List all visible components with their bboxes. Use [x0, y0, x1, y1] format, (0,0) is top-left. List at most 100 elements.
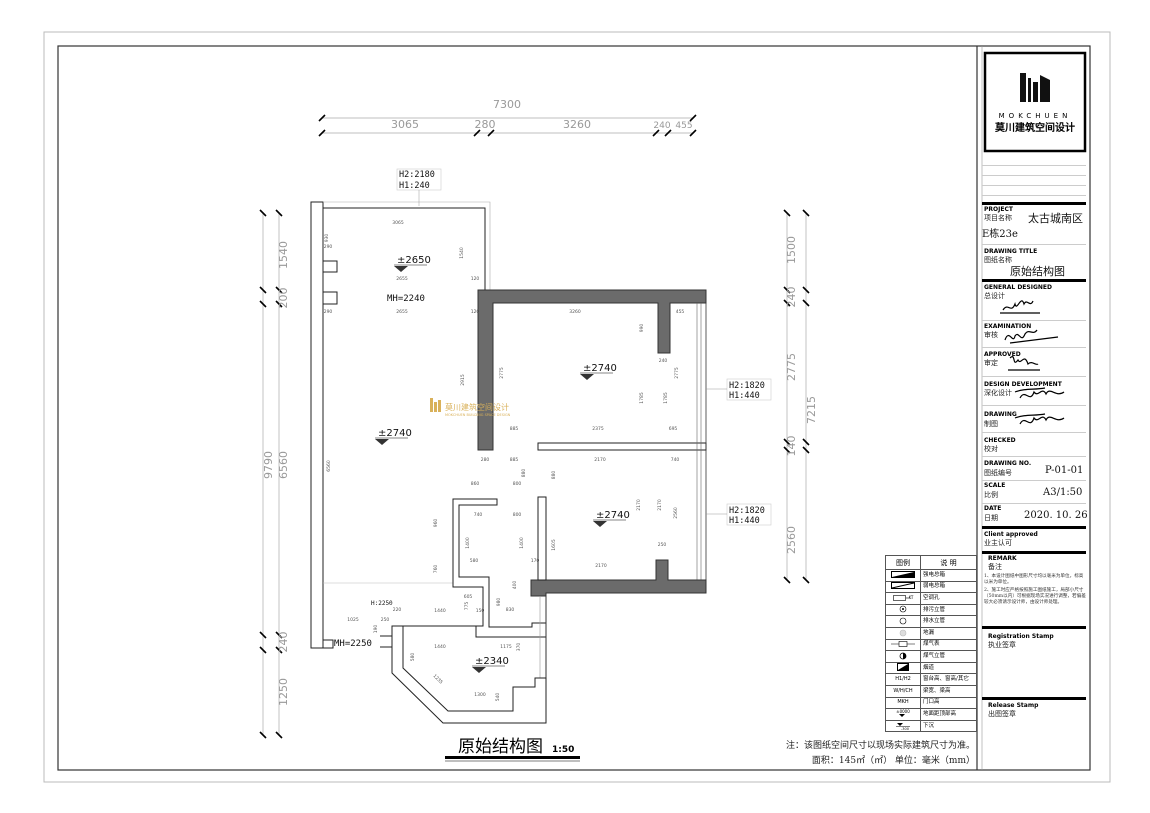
inner-dimension-label: 960 [433, 519, 439, 528]
dimension-tick [318, 129, 326, 137]
door-height-label: MH=2250 [334, 639, 372, 649]
examination-label-cn: 审核 [984, 331, 998, 339]
dimension-tick [783, 286, 791, 294]
dimension-tick [275, 731, 283, 739]
dimension-tick [275, 646, 283, 654]
elevation-triangle-icon [375, 439, 389, 445]
dimension-tick [259, 300, 267, 308]
legend-label: 空调孔 [920, 592, 977, 605]
svg-text:-300: -300 [901, 727, 909, 730]
project-unit: E栋23e [982, 229, 1018, 240]
inner-dimension-label: 2775 [499, 367, 505, 379]
inner-dimension-label: 2560 [673, 507, 679, 519]
general-designed-label-cn: 总设计 [984, 292, 1005, 300]
inner-dimension-label: 885 [510, 457, 519, 463]
inner-dimension-label: 740 [474, 512, 483, 518]
dim-segment-right: 2560 [785, 526, 798, 554]
note-dimensions: 注：该图纸空间尺寸以现场实际建筑尺寸为准。 [785, 741, 975, 751]
ac-hole-icon: KT [885, 592, 921, 605]
inner-dimension-label: 980 [496, 598, 502, 607]
dim-segment-top: 3260 [563, 118, 591, 131]
dim-segment-left: 200 [277, 288, 290, 309]
drawing-title-label-en: DRAWING TITLE [984, 248, 1038, 255]
dimension-tick [652, 129, 660, 137]
legend-label: 排水立管 [920, 615, 977, 628]
inner-dimension-label: 1605 [551, 539, 557, 551]
elevation-triangle-icon [580, 374, 594, 380]
release-stamp-label-en: Release Stamp [988, 702, 1039, 709]
dimension-tick [783, 446, 791, 454]
dimension-tick [275, 209, 283, 217]
dimension-tick [802, 438, 810, 446]
sewage-pipe-icon [885, 603, 921, 617]
inner-dimension-label: 290 [324, 244, 333, 250]
legend-label: 弱电总箱 [920, 580, 977, 594]
legend-symbol-text: W/H/CH [885, 684, 921, 698]
inner-dimension-label: 830 [506, 607, 515, 613]
scale-value: A3/1:50 [1043, 487, 1083, 498]
window-tag-h1: H1:440 [729, 391, 760, 401]
project-label-cn: 项目名称 [984, 214, 1012, 222]
dimension-tick [487, 129, 495, 137]
inner-dimension-label: 2655 [396, 309, 408, 315]
flue-icon [885, 661, 921, 675]
dimension-tick [259, 286, 267, 294]
inner-dimension-label: 800 [513, 481, 522, 487]
inner-dimension-label: 1300 [474, 692, 486, 698]
dim-segment-left: 240 [277, 632, 290, 653]
approved-label-cn: 审定 [984, 359, 998, 367]
project-value: 太古城南区 [1028, 212, 1083, 225]
inner-dimension-label: 2170 [594, 457, 606, 463]
dimension-tick [259, 731, 267, 739]
dimension-tick [318, 114, 326, 122]
watermark-subtext: MOKCHUEN BUILDING SPACE DESIGN [445, 413, 511, 417]
dimension-tick [259, 646, 267, 654]
signature-general-designed [1000, 300, 1040, 314]
client-approved-label-en: Client approved [984, 531, 1038, 538]
inner-dimension-label: 1235 [432, 673, 444, 685]
inner-dimension-label: 775 [464, 602, 470, 611]
checked-label-en: CHECKED [984, 437, 1016, 444]
elevation-triangle-icon [472, 667, 486, 673]
inner-dimension-label: 885 [510, 426, 519, 432]
inner-dimension-label: 370 [516, 643, 522, 652]
scale-label-cn: 比例 [984, 491, 998, 499]
window-tag-h1: H1:440 [729, 516, 760, 526]
inner-dimension-label: 2655 [396, 276, 408, 282]
dimension-tick [275, 300, 283, 308]
gas-meter-icon [885, 638, 921, 652]
floor-drain-icon [885, 626, 921, 640]
approved-label-en: APPROVED [984, 351, 1021, 358]
legend-label: 地漏 [920, 626, 977, 640]
legend-row: 排水立管 [885, 615, 977, 628]
inner-dimension-label: 605 [464, 594, 473, 600]
legend-row: 强电总箱 [885, 569, 977, 582]
legend-row: 煤气立管 [885, 650, 977, 663]
legend-label: 门口高 [920, 696, 977, 710]
logo-text-en: MOKCHUEN [999, 112, 1072, 120]
dimension-tick [275, 286, 283, 294]
inner-dimension-label: 400 [512, 581, 518, 590]
door-height-label: MH=2240 [387, 294, 425, 304]
elevation-label: ±2650 [397, 255, 431, 266]
dimension-tick [259, 631, 267, 639]
drawing-no-value: P-01-01 [1045, 465, 1084, 476]
signature-approved [1008, 356, 1040, 371]
inner-dimension-label: 1440 [434, 644, 446, 650]
signature-design-development [1014, 387, 1065, 399]
dimension-lines [262, 117, 807, 735]
inner-dimension-label: 1785 [639, 392, 645, 404]
inner-dimension-label: 860 [471, 481, 480, 487]
inner-dimension-label: 250 [658, 542, 667, 548]
dimension-tick [802, 286, 810, 294]
dimension-tick [689, 129, 697, 137]
inner-dimension-label: 170 [531, 558, 540, 564]
dim-total-right: 7215 [805, 396, 818, 424]
dim-segment-right: 1500 [785, 236, 798, 264]
signatures [1000, 300, 1065, 425]
